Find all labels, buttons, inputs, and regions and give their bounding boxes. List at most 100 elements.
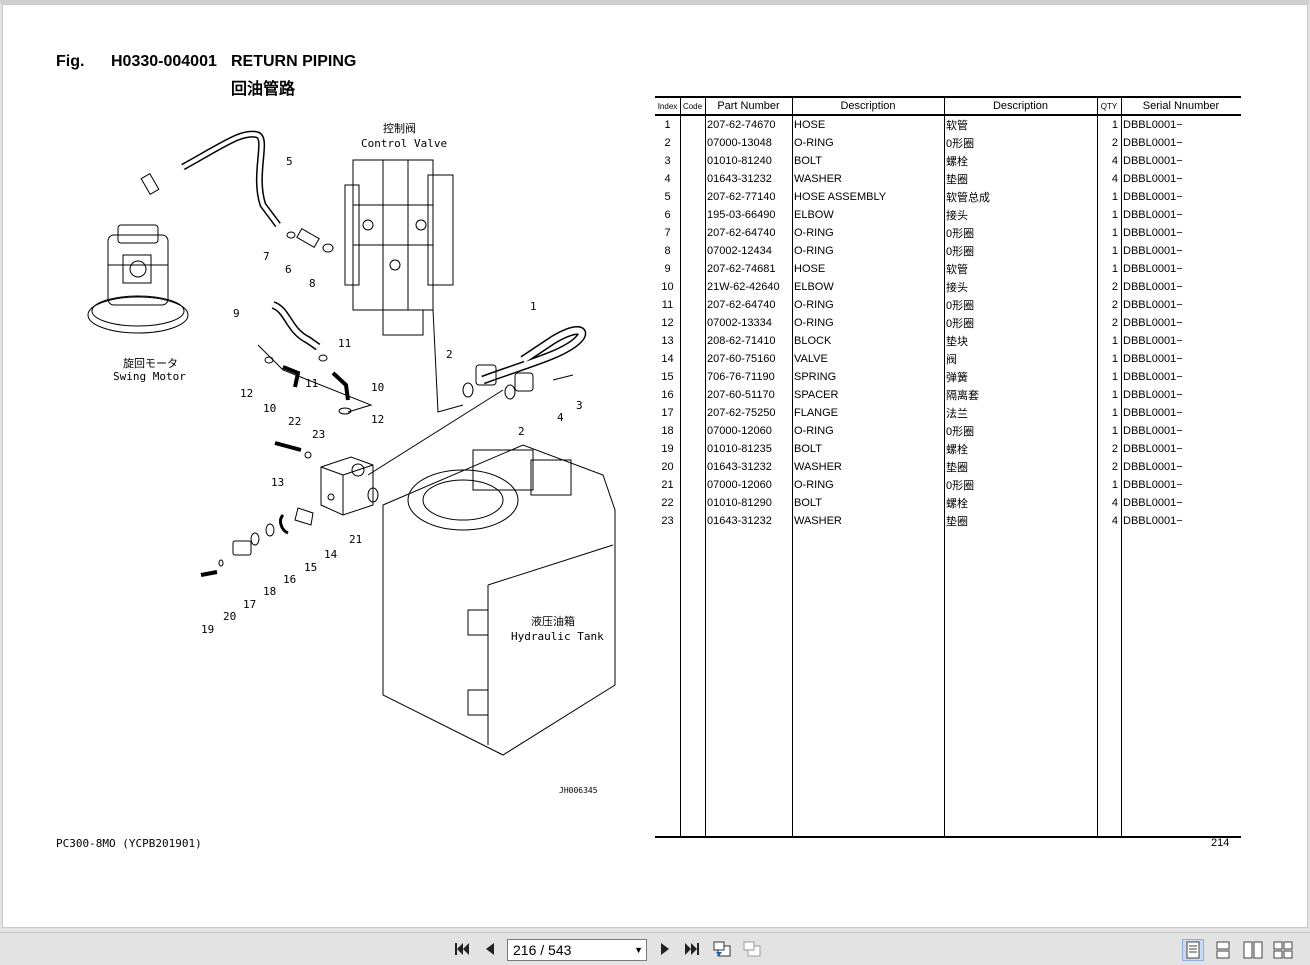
row-part-number: 07002-12434 xyxy=(707,245,772,257)
row-serial: DBBL0001− xyxy=(1123,425,1183,437)
row-description-en: O-RING xyxy=(794,299,834,311)
row-serial: DBBL0001− xyxy=(1123,119,1183,131)
row-qty: 1 xyxy=(1111,119,1118,131)
callout-10a: 10 xyxy=(371,381,384,394)
figure-name: RETURN PIPING xyxy=(231,53,357,70)
page-number-select[interactable]: 216 / 543 ▼ xyxy=(507,939,647,961)
row-qty: 1 xyxy=(1111,209,1118,221)
row-code xyxy=(680,242,705,260)
row-qty: 1 xyxy=(1111,407,1118,419)
row-serial: DBBL0001− xyxy=(1123,461,1183,473)
control-valve-drawing xyxy=(344,159,454,336)
row-code xyxy=(680,170,705,188)
page-display: 216 / 543 xyxy=(513,942,572,958)
last-page-button[interactable] xyxy=(682,939,702,959)
row-description-en: FLANGE xyxy=(794,407,839,419)
row-description-en: HOSE xyxy=(794,119,826,131)
row-description-cn: 0形圈 xyxy=(946,426,975,438)
row-code xyxy=(680,115,705,134)
row-qty: 1 xyxy=(1111,263,1118,275)
row-code xyxy=(680,278,705,296)
first-page-icon xyxy=(455,943,469,955)
row-qty: 1 xyxy=(1111,479,1118,491)
row-part-number: 207-62-75250 xyxy=(707,407,776,419)
row-code xyxy=(680,152,705,170)
row-part-number: 207-62-74681 xyxy=(707,263,776,275)
continuous-icon xyxy=(1216,941,1230,959)
row-code xyxy=(680,422,705,440)
row-index: 17 xyxy=(661,407,674,419)
facing-view-button[interactable] xyxy=(1242,939,1264,961)
row-code xyxy=(680,260,705,278)
header-qty: QTY xyxy=(1097,96,1121,116)
row-index: 11 xyxy=(661,299,674,311)
callout-1: 1 xyxy=(530,300,537,313)
swing-motor-drawing xyxy=(87,173,189,334)
row-qty: 1 xyxy=(1111,335,1118,347)
row-code xyxy=(680,404,705,422)
prev-page-icon xyxy=(486,943,494,955)
row-serial: DBBL0001− xyxy=(1123,281,1183,293)
row-part-number: 07002-13334 xyxy=(707,317,772,329)
row-qty: 4 xyxy=(1111,515,1118,527)
first-page-button[interactable] xyxy=(452,939,472,959)
row-index: 8 xyxy=(664,245,671,257)
row-description-cn: 螺栓 xyxy=(946,444,968,456)
row-serial: DBBL0001− xyxy=(1123,191,1183,203)
row-qty: 1 xyxy=(1111,245,1118,257)
row-qty: 1 xyxy=(1111,425,1118,437)
figure-subtitle: 回油管路 xyxy=(231,81,296,98)
row-description-cn: 软管 xyxy=(946,120,968,132)
row-serial: DBBL0001− xyxy=(1123,407,1183,419)
row-serial: DBBL0001− xyxy=(1123,299,1183,311)
last-page-icon xyxy=(685,943,699,955)
callout-17: 17 xyxy=(243,598,256,611)
single-page-view-button[interactable] xyxy=(1182,939,1204,961)
row-serial: DBBL0001− xyxy=(1123,317,1183,329)
continuous-view-button[interactable] xyxy=(1212,939,1234,961)
callout-12b: 12 xyxy=(371,413,384,426)
row-description-en: O-RING xyxy=(794,137,834,149)
row-part-number: 01643-31232 xyxy=(707,515,772,527)
callout-12a: 12 xyxy=(240,387,253,400)
next-view-button[interactable] xyxy=(742,939,762,959)
drawing-reference-code: JH006345 xyxy=(559,786,598,795)
row-part-number: 01643-31232 xyxy=(707,173,772,185)
next-page-button[interactable] xyxy=(655,939,675,959)
row-description-en: BLOCK xyxy=(794,335,832,347)
row-part-number: 07000-12060 xyxy=(707,425,772,437)
row-index: 15 xyxy=(661,371,674,383)
callout-2b: 2 xyxy=(518,425,525,438)
row-part-number: 01010-81240 xyxy=(707,155,772,167)
row-index: 7 xyxy=(664,227,671,239)
row-code xyxy=(680,386,705,404)
row-description-cn: 接头 xyxy=(946,282,968,294)
row-part-number: 207-62-64740 xyxy=(707,299,776,311)
row-qty: 4 xyxy=(1111,155,1118,167)
row-serial: DBBL0001− xyxy=(1123,479,1183,491)
row-serial: DBBL0001− xyxy=(1123,335,1183,347)
row-index: 21 xyxy=(661,479,674,491)
row-serial: DBBL0001− xyxy=(1123,353,1183,365)
row-qty: 1 xyxy=(1111,371,1118,383)
row-index: 23 xyxy=(661,515,674,527)
row-description-en: SPACER xyxy=(794,389,839,401)
row-description-cn: 垫圈 xyxy=(946,174,968,186)
row-part-number: 21W-62-42640 xyxy=(707,281,780,293)
header-description-cn: Description xyxy=(944,96,1097,116)
swing-motor-en-label: Swing Motor xyxy=(113,370,186,383)
continuous-facing-view-button[interactable] xyxy=(1272,939,1294,961)
row-code xyxy=(680,368,705,386)
previous-view-button[interactable] xyxy=(712,939,732,959)
previous-page-button[interactable] xyxy=(480,939,500,959)
row-description-en: BOLT xyxy=(794,443,822,455)
